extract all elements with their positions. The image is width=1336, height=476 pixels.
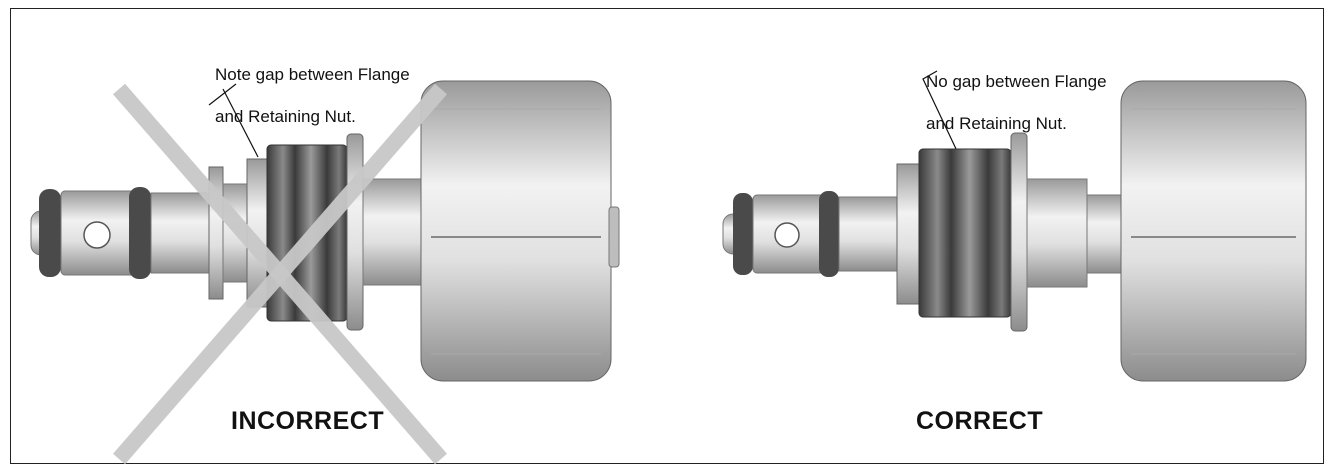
neck <box>1086 194 1122 274</box>
correct-panel: No gap between Flange and Retaining Nut. <box>661 9 1325 463</box>
incorrect-caption: INCORRECT <box>231 407 385 435</box>
incorrect-note-line2: and Retaining Nut. <box>215 107 356 126</box>
incorrect-leader-lines <box>208 83 259 158</box>
o-ring-rear <box>819 191 839 277</box>
flange <box>896 163 920 305</box>
hex-body <box>1026 178 1088 288</box>
fitting-hole <box>83 221 111 249</box>
incorrect-cross-mark <box>112 83 448 465</box>
incorrect-panel: Note gap between Flange and Retaining Nu… <box>11 9 661 465</box>
correct-caption: CORRECT <box>916 407 1044 435</box>
incorrect-note: Note gap between Flange and Retaining Nu… <box>215 43 410 127</box>
hex-body <box>362 178 424 286</box>
retaining-nut <box>918 148 1012 318</box>
correct-fitting-drawing <box>722 70 1307 382</box>
figure-frame: Note gap between Flange and Retaining Nu… <box>10 8 1325 465</box>
o-ring-front <box>39 189 61 277</box>
correct-note-line1: No gap between Flange <box>926 72 1107 91</box>
o-ring-rear <box>129 187 151 279</box>
hex-collar <box>1010 132 1028 332</box>
fitting-hole <box>774 222 800 248</box>
incorrect-note-line1: Note gap between Flange <box>215 65 410 84</box>
fitting-shaft <box>838 196 898 272</box>
knurled-knob <box>1120 80 1307 382</box>
incorrect-fitting-drawing <box>30 80 620 465</box>
knurled-knob <box>420 80 612 382</box>
correct-leader-line <box>922 70 958 152</box>
o-ring-front <box>733 193 753 275</box>
hex-collar <box>346 133 364 331</box>
fitting-shaft <box>150 192 212 274</box>
correct-note-line2: and Retaining Nut. <box>926 114 1067 133</box>
correct-note: No gap between Flange and Retaining Nut. <box>926 50 1107 134</box>
